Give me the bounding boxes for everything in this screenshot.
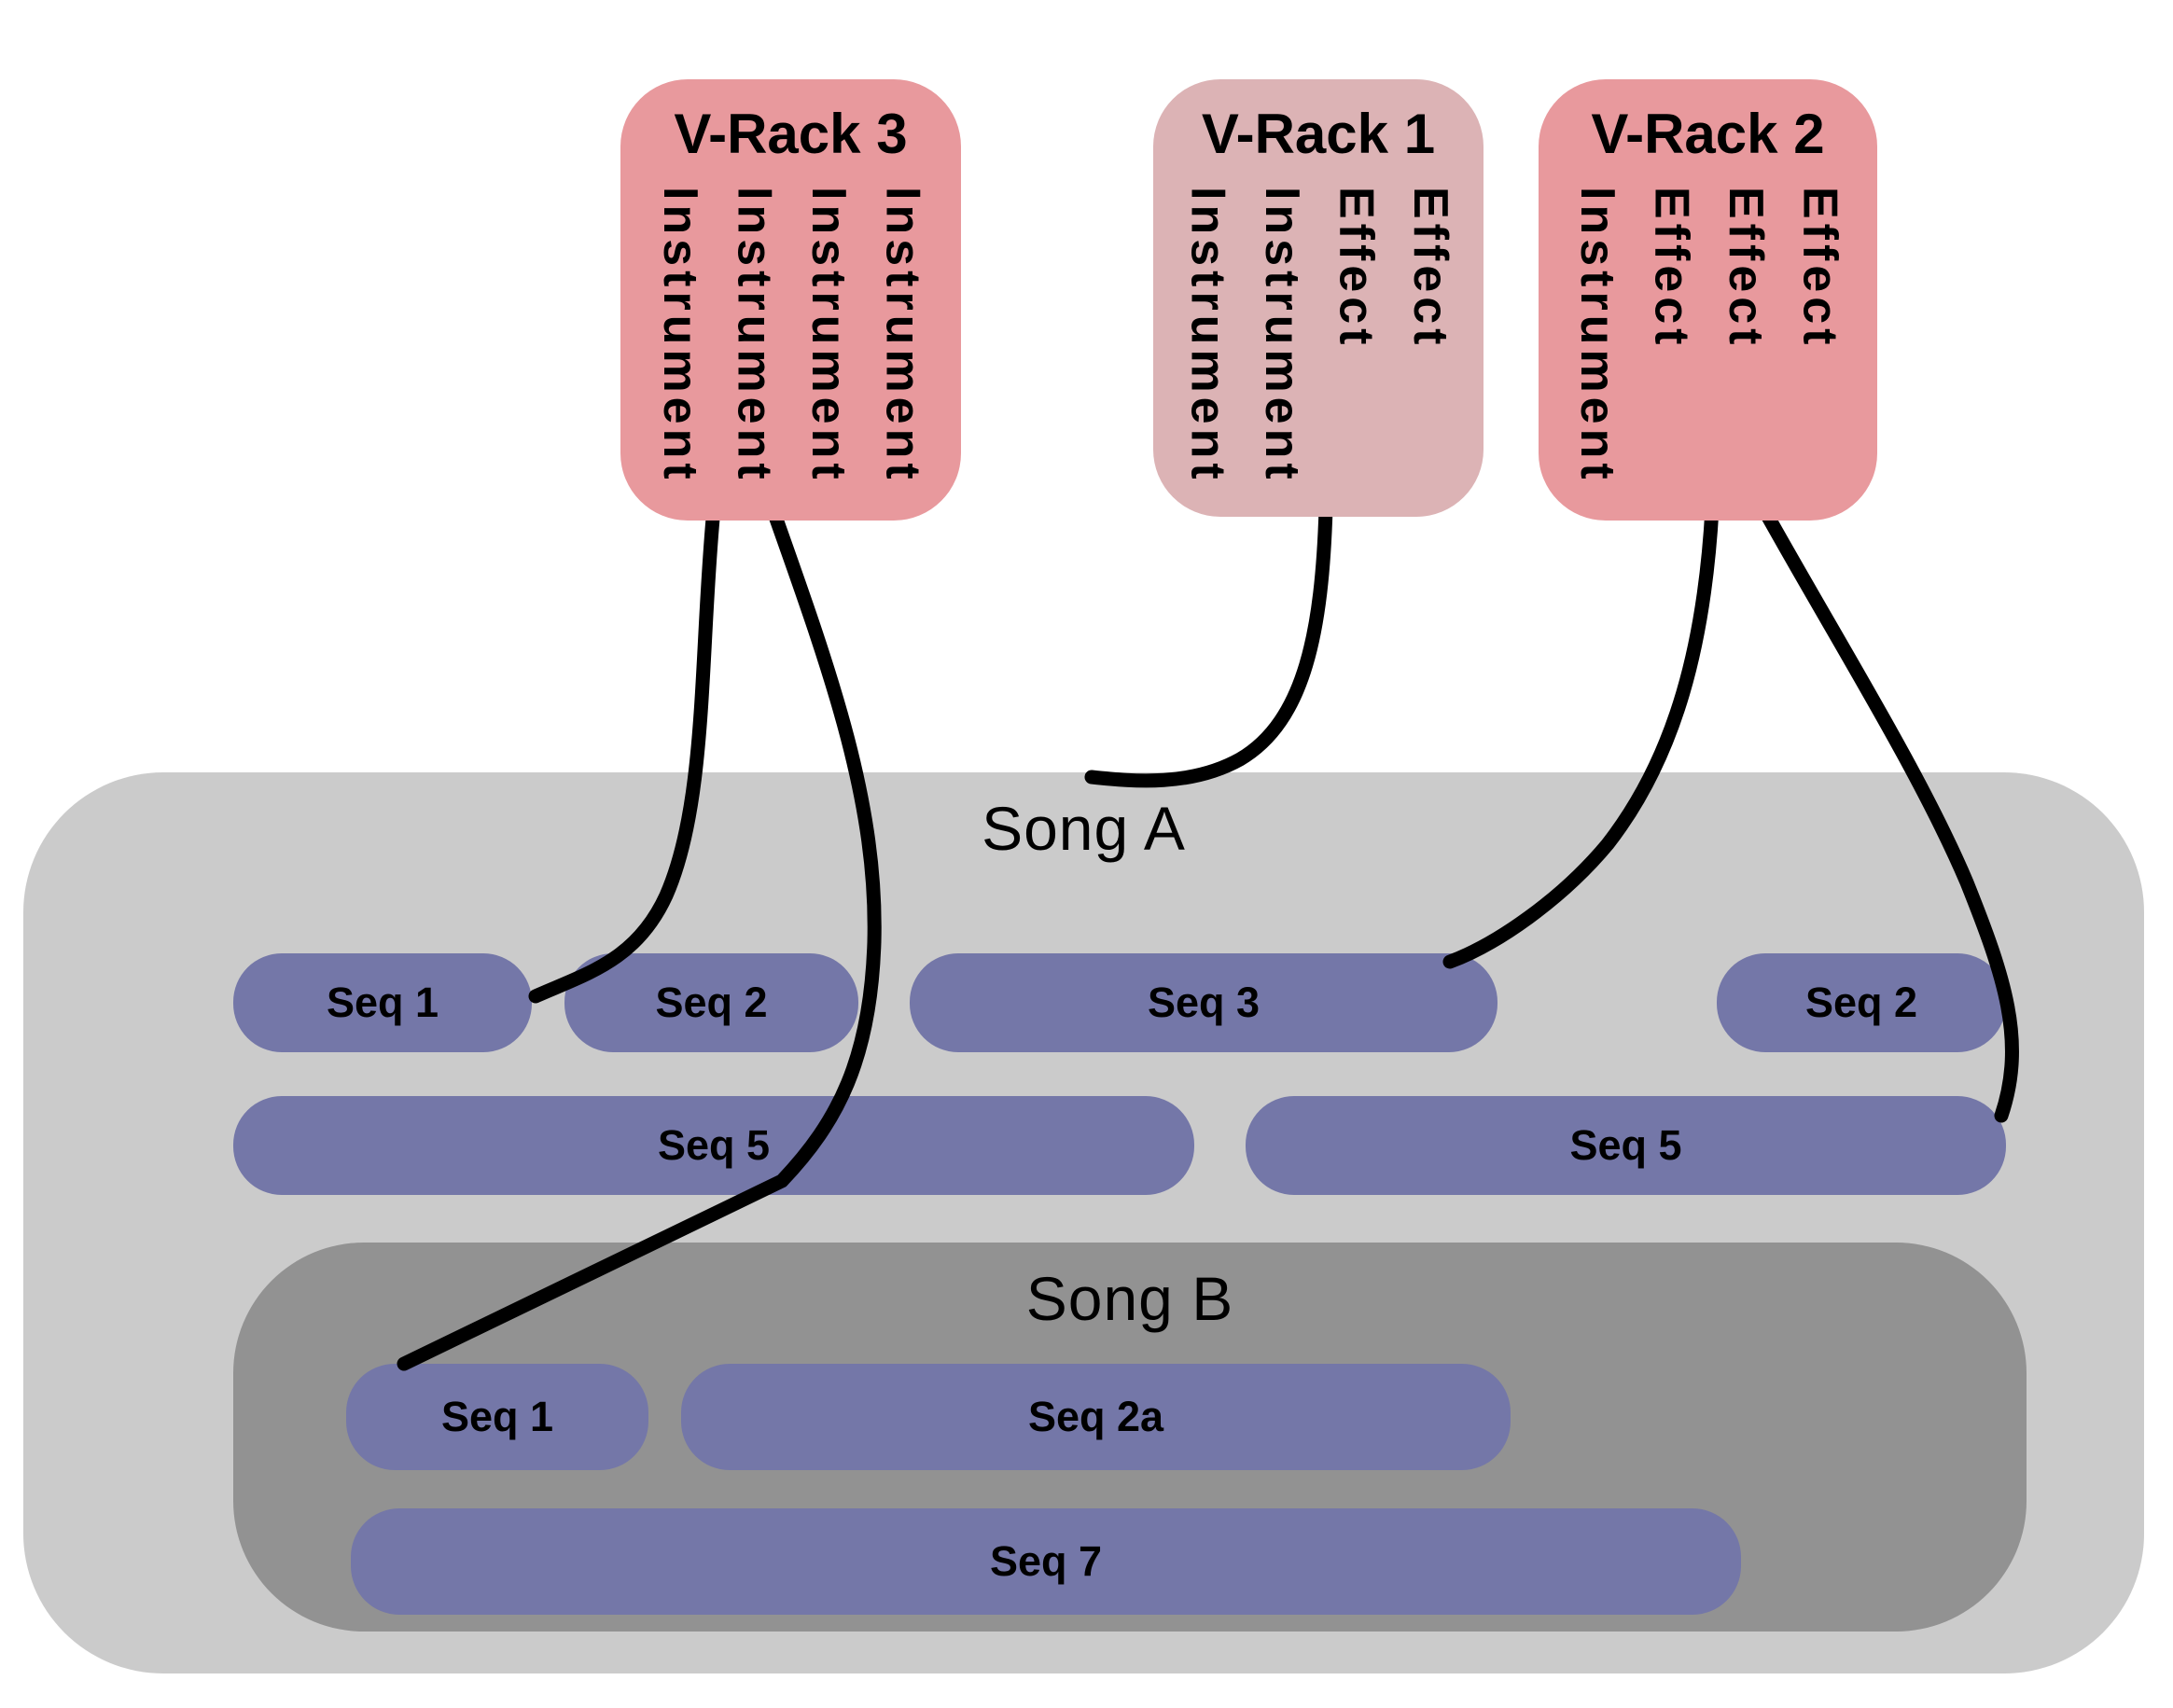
vrack-1-item-3: Effect xyxy=(1329,187,1384,350)
song-b-title: Song B xyxy=(1025,1264,1234,1333)
song-a-seq-5-right: Seq 5 xyxy=(1246,1096,2006,1195)
vrack-2-item-4: Effect xyxy=(1792,187,1847,350)
song-a-seq-5-left: Seq 5 xyxy=(233,1096,1194,1195)
vrack-1-box: V-Rack 1 Instrument Instrument Effect Ef… xyxy=(1153,79,1483,517)
song-b-seq-1: Seq 1 xyxy=(346,1364,648,1470)
song-b-seq-7: Seq 7 xyxy=(351,1508,1741,1615)
vrack-2-items: Instrument Effect Effect Effect xyxy=(1539,187,1877,484)
vrack-3-item-4: Instrument xyxy=(875,187,930,484)
vrack-1-items: Instrument Instrument Effect Effect xyxy=(1153,187,1483,484)
vrack-2-item-2: Effect xyxy=(1644,187,1699,350)
song-b-seq-2a: Seq 2a xyxy=(681,1364,1511,1470)
connector-vrack1-to-songA xyxy=(1084,501,1333,788)
song-a-seq-3: Seq 3 xyxy=(910,953,1497,1052)
vrack-2-item-3: Effect xyxy=(1719,187,1774,350)
vrack-1-item-2: Instrument xyxy=(1255,187,1309,484)
song-a-seq-2-right: Seq 2 xyxy=(1717,953,2006,1052)
song-a-seq-2: Seq 2 xyxy=(564,953,858,1052)
vrack-3-item-1: Instrument xyxy=(652,187,707,484)
vrack-3-box: V-Rack 3 Instrument Instrument Instrumen… xyxy=(620,79,961,521)
vrack-3-items: Instrument Instrument Instrument Instrum… xyxy=(620,187,961,484)
vrack-3-item-2: Instrument xyxy=(727,187,782,484)
vrack-1-title: V-Rack 1 xyxy=(1201,103,1436,165)
vrack-1-item-4: Effect xyxy=(1403,187,1458,350)
vrack-1-item-1: Instrument xyxy=(1180,187,1235,484)
vrack-2-box: V-Rack 2 Instrument Effect Effect Effect xyxy=(1539,79,1877,521)
song-a-title: Song A xyxy=(982,794,1186,863)
vrack-2-item-1: Instrument xyxy=(1569,187,1624,484)
song-a-seq-1: Seq 1 xyxy=(233,953,532,1052)
vrack-3-item-3: Instrument xyxy=(801,187,857,484)
vrack-2-title: V-Rack 2 xyxy=(1591,103,1825,165)
vrack-3-title: V-Rack 3 xyxy=(674,103,908,165)
